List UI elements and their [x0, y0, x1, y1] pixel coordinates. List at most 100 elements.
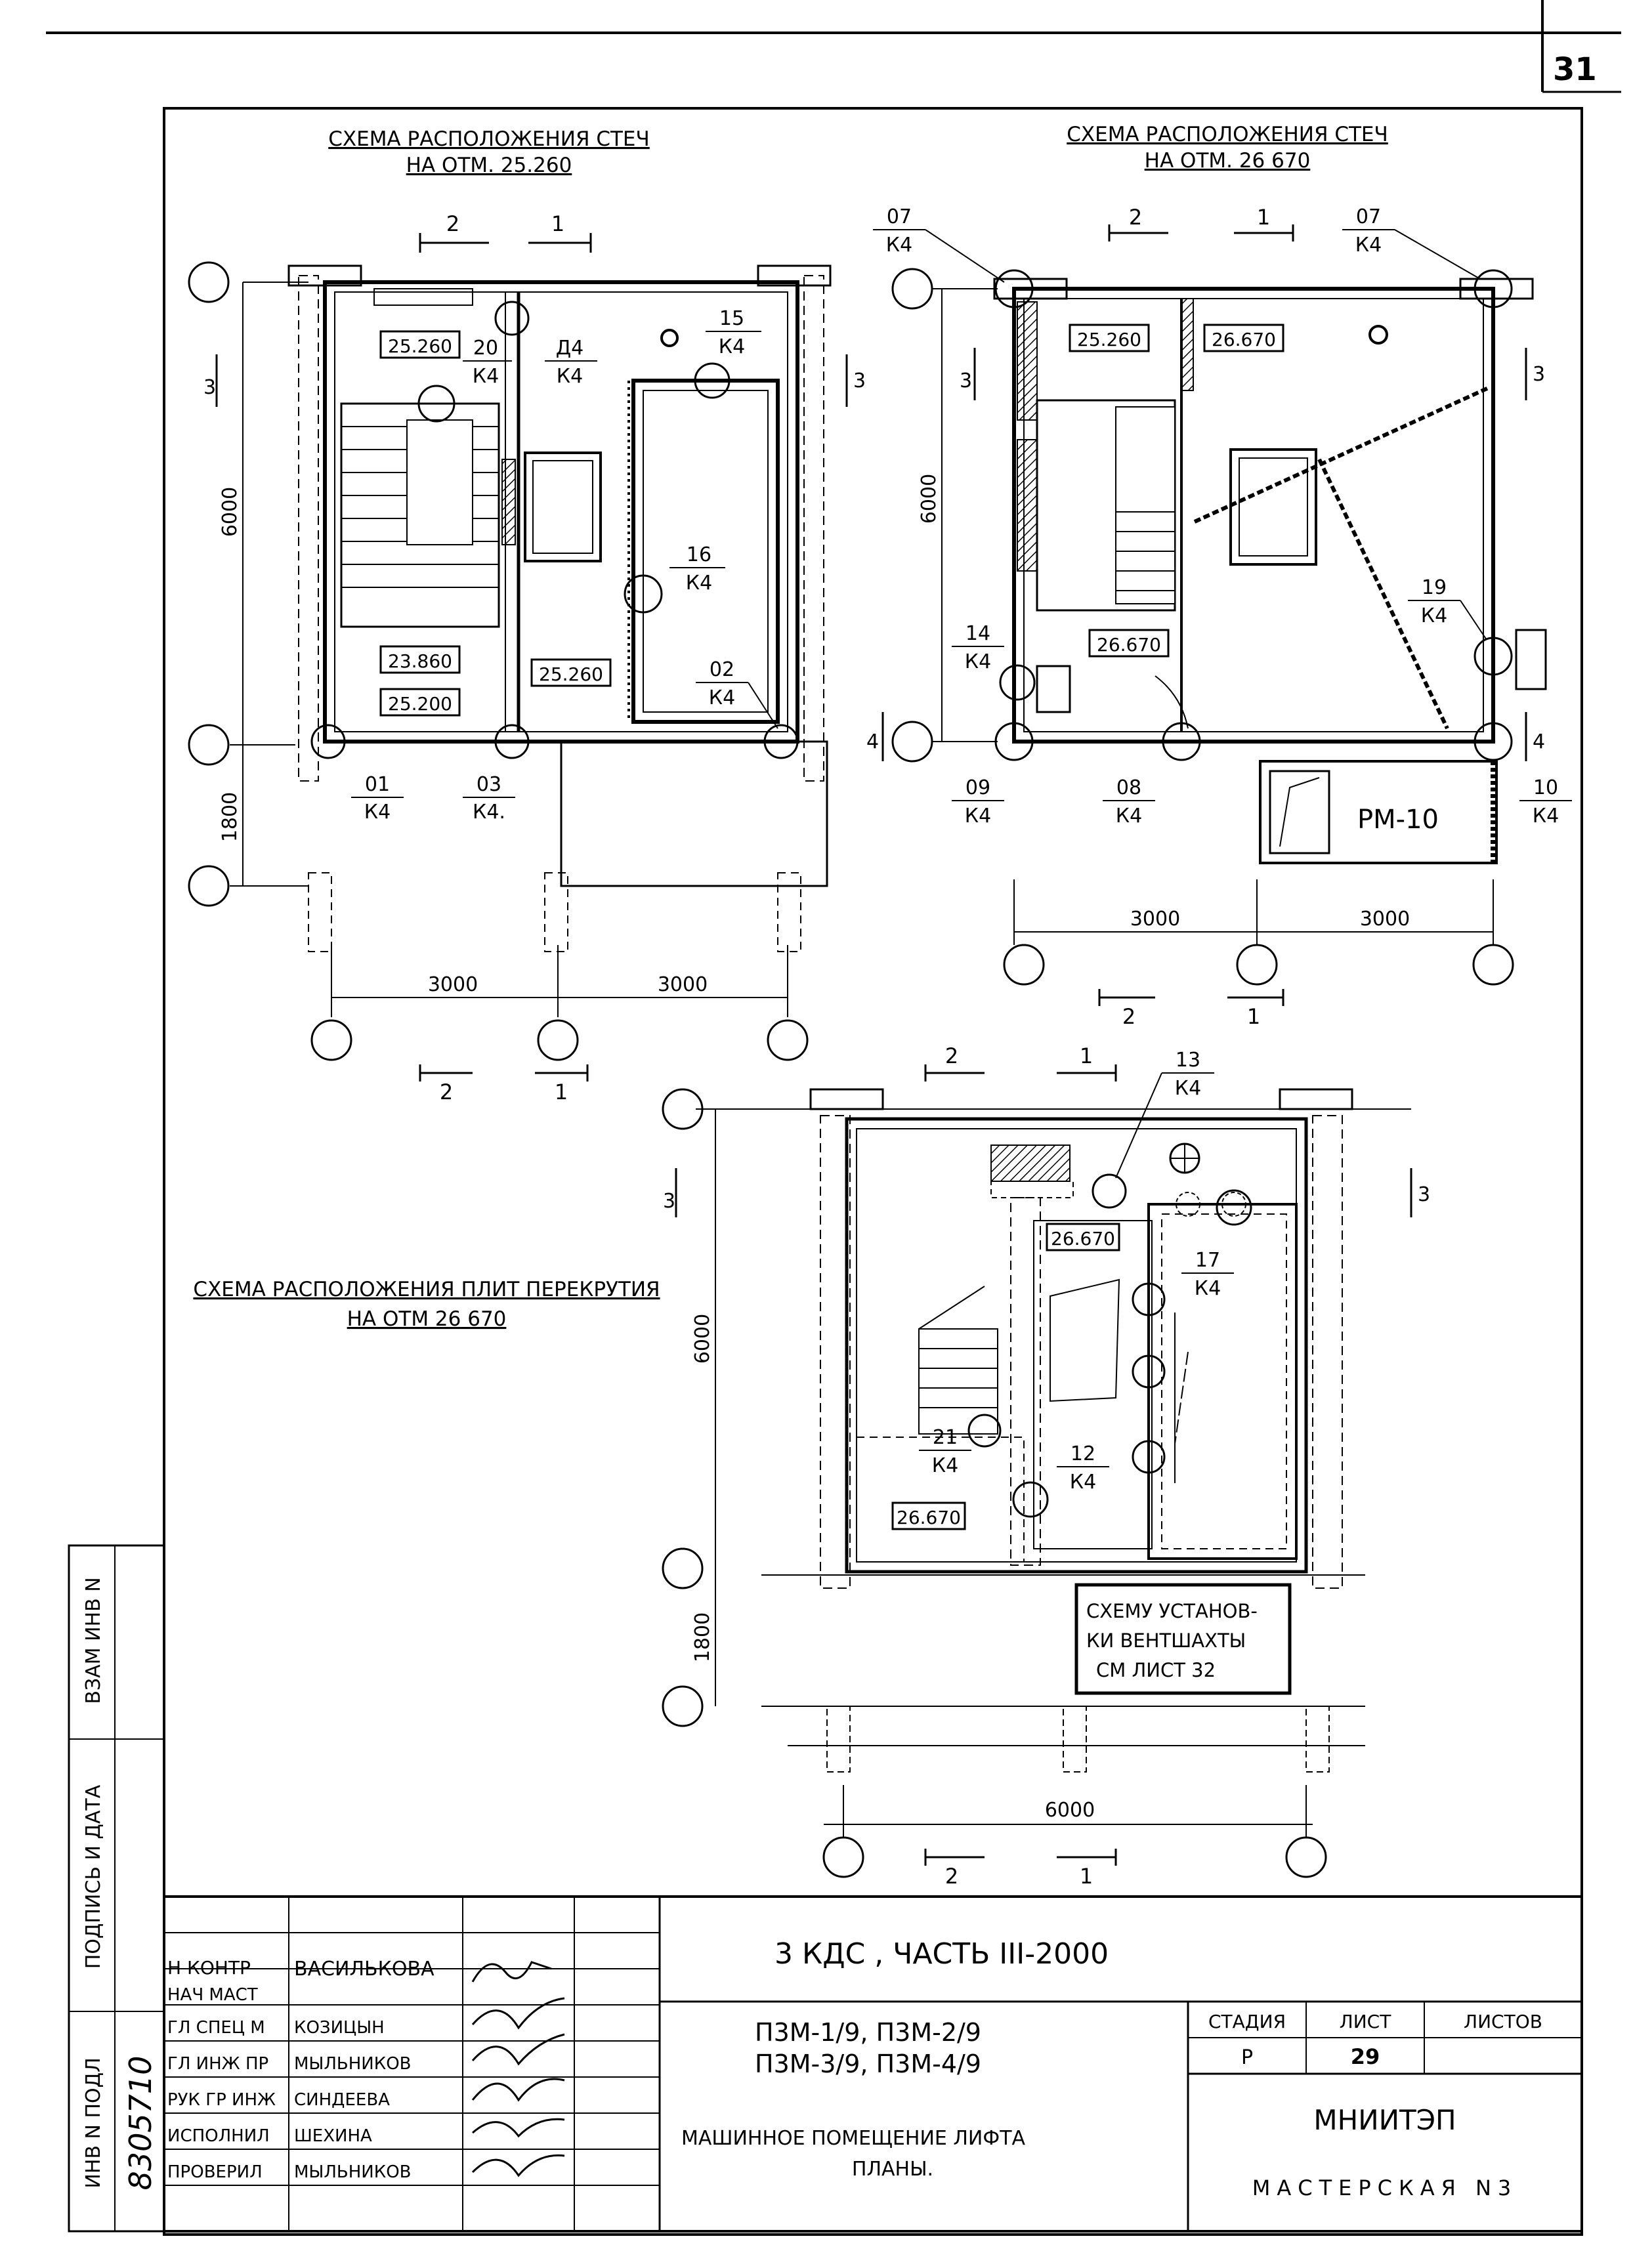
hdr-stage: СТАДИЯ [1208, 2011, 1286, 2032]
section-mark-3: 3 [203, 376, 216, 399]
axis-bubble [662, 1547, 704, 1589]
person-name: СИНДЕЕВА [294, 2090, 390, 2110]
hole-icon [1368, 325, 1388, 345]
pier [1063, 1706, 1087, 1773]
description-line-1: МАШИННОЕ ПОМЕЩЕНИЕ ЛИФТА [681, 2127, 1026, 2150]
axis-bubble [1236, 944, 1278, 986]
level-label: 25.260 [388, 335, 452, 357]
marker-circle [494, 724, 530, 759]
lift-shaft [1147, 1203, 1298, 1560]
marker-den: К4 [886, 234, 912, 257]
outer-wall [845, 1117, 1308, 1574]
plan1-title: СХЕМА РАСПОЛОЖЕНИЯ СТЕЧ [328, 127, 650, 151]
side-label-inv: ИНВ N ПОДЛ [82, 2057, 105, 2188]
hatched-wall [1017, 301, 1038, 421]
marker-circle [1474, 269, 1513, 308]
equipment-rm10 [1259, 760, 1498, 864]
axis-bubble [188, 724, 230, 766]
lower-extension [560, 740, 828, 887]
pier [826, 1706, 851, 1773]
organization: МНИИТЭП [1313, 2104, 1456, 2136]
marker-circle [494, 301, 530, 336]
marker-den: К4 [1355, 234, 1382, 257]
level-box [1046, 1223, 1120, 1251]
marker-circle [1176, 1192, 1200, 1217]
side-stamp-frame [68, 1544, 165, 2233]
workshop: МАСТЕРСКАЯ N3 [1252, 2175, 1518, 2200]
level-label: 26.670 [1097, 634, 1161, 656]
column-right [1312, 1115, 1343, 1589]
lift-shaft-inner [1161, 1213, 1287, 1549]
dim-1800: 1800 [691, 1612, 714, 1662]
leader [748, 682, 778, 729]
level-label: 26.670 [1051, 1228, 1115, 1250]
leader [1394, 229, 1481, 280]
marker-num: 10 [1533, 776, 1558, 799]
description-line-2: ПЛАНЫ. [852, 2158, 933, 2181]
level-box [1203, 324, 1284, 352]
marker-num: 16 [687, 543, 711, 566]
inv-number: 8305710 [123, 2056, 158, 2191]
dim-3000: 3000 [1360, 908, 1410, 931]
lift-shaft-inner [643, 390, 769, 713]
axis-bubble [891, 268, 933, 310]
section-mark-4: 4 [866, 730, 879, 753]
level-box [379, 330, 461, 359]
section-mark-3: 3 [663, 1190, 675, 1213]
marker-den: К4 [1175, 1077, 1201, 1100]
marker-circle [967, 1414, 1002, 1448]
section-mark-1: 1 [1080, 1043, 1093, 1068]
level-box [1088, 629, 1170, 658]
level-label: 25.260 [539, 663, 603, 685]
level-box [530, 658, 612, 687]
person-name: МЫЛЬНИКОВ [294, 2054, 412, 2074]
level-label: 25.260 [1077, 329, 1141, 350]
title-block: Н КОНТР ВАСИЛЬКОВА НАЧ МАСТ ГЛ СПЕЦ М КО… [163, 1895, 1583, 2233]
section-mark-2: 2 [945, 1864, 958, 1889]
inner-wall [334, 291, 788, 732]
role-label: ГЛ СПЕЦ М [167, 2018, 265, 2038]
winch-frame [1229, 448, 1317, 566]
plan1-subtitle: НА ОТМ. 25.260 [406, 154, 572, 177]
axis-bubble [822, 1836, 864, 1878]
section-mark-1: 1 [1080, 1864, 1093, 1889]
person-name: ШЕХИНА [294, 2126, 372, 2146]
marker-num: 21 [933, 1426, 958, 1449]
door-swing [1036, 665, 1071, 713]
marker-circle [694, 362, 731, 399]
marker-den: К4 [1116, 805, 1142, 828]
slab-lower-left [856, 1437, 1025, 1563]
role-label: ПРОВЕРИЛ [167, 2162, 263, 2182]
codes-line-1: П3М-1/9, П3М-2/9 [755, 2018, 981, 2047]
marker-num: 15 [719, 307, 744, 330]
axis-bubble [662, 1685, 704, 1727]
section-mark-1: 1 [1247, 1004, 1260, 1029]
inner-wall [856, 1128, 1297, 1563]
marker-den: К4 [965, 805, 991, 828]
marker-num: Д4 [556, 337, 584, 360]
axis-bubble [537, 1019, 579, 1061]
plan-1: СХЕМА РАСПОЛОЖЕНИЯ СТЕЧ НА ОТМ. 25.260 2… [188, 127, 866, 1104]
section-mark-3: 3 [1418, 1183, 1430, 1206]
level-box [891, 1502, 966, 1530]
person-name: КОЗИЦЫН [294, 2018, 385, 2038]
section-mark-1: 1 [555, 1080, 568, 1104]
marker-num: 13 [1176, 1049, 1200, 1072]
column-left [820, 1115, 851, 1589]
section-mark-4: 4 [1533, 730, 1545, 753]
plan2-title: СХЕМА РАСПОЛОЖЕНИЯ СТЕЧ [1067, 123, 1388, 146]
sheet-value: 29 [1351, 2044, 1380, 2069]
note-line: СМ ЛИСТ 32 [1096, 1659, 1216, 1681]
axis-bubble [188, 865, 230, 907]
inner-wall [1023, 298, 1484, 732]
dim-6000: 6000 [691, 1314, 714, 1364]
plan2-subtitle: НА ОТМ. 26 670 [1145, 149, 1311, 173]
marker-den: К4 [686, 572, 712, 595]
section-mark-3: 3 [853, 369, 866, 392]
axis-bubble [1003, 944, 1045, 986]
marker-num: 01 [365, 773, 390, 796]
level-label: 26.670 [897, 1507, 961, 1528]
main-frame [163, 107, 1583, 2236]
sheet-corner-number: 31 [1553, 51, 1597, 88]
